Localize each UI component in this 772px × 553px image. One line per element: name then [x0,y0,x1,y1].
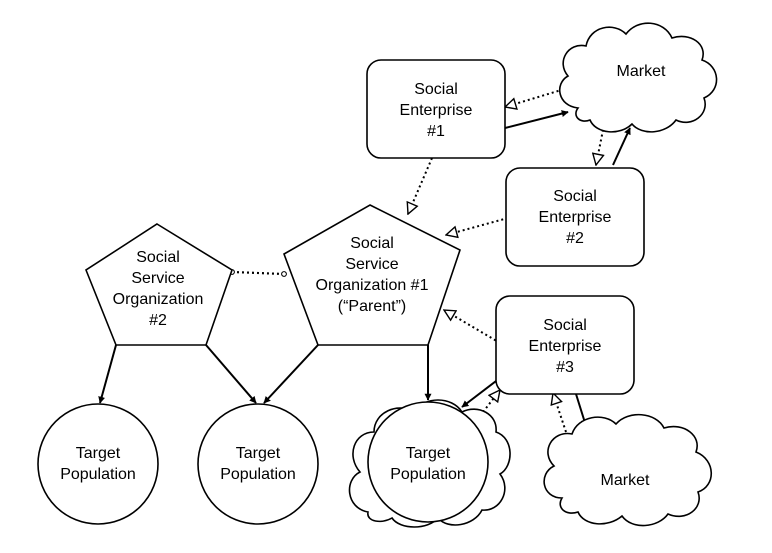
se2-to-sso1-link [446,217,509,235]
se3-to-sso1-link [444,309,501,344]
se1-label-line-2: Enterprise [400,102,473,119]
sso1-label-line-4: (“Parent”) [338,298,406,315]
se2-to-market-arrow [612,127,631,166]
tp1-label-line-2: Population [60,466,136,483]
tp3-label-line-1: Target [406,445,451,462]
sso-affiliation-link [229,269,287,277]
market-top-label: Market [617,63,666,80]
se1-label-line-3: #1 [427,123,445,140]
se3-to-tp3-arrow [461,377,501,408]
se2-label-line-1: Social [553,188,597,205]
se1-to-market-arrow [504,110,569,129]
market-to-se1-link [505,87,569,107]
market-cloud-top: Market [558,22,718,133]
se2-label-line-3: #2 [566,230,584,247]
sso2-label-line-3: Organization [113,291,204,308]
target-population-3: Target Population [348,399,511,528]
market-to-se2-link [596,114,607,165]
se1-label-line-1: Social [414,81,458,98]
sso2-label-line-1: Social [136,249,180,266]
se2-label-line-2: Enterprise [539,209,612,226]
tp2-label-line-1: Target [236,445,281,462]
sso2-label-line-2: Service [131,270,184,287]
se3-label-line-2: Enterprise [529,338,602,355]
market-cloud-bottom: Market [543,413,712,527]
social-enterprise-2: Social Enterprise #2 [505,167,645,267]
se1-to-sso1-link [408,157,433,214]
social-enterprise-1: Social Enterprise #1 [366,59,506,159]
sso1-label-line-3: Organization #1 [316,277,429,294]
tp3-label-line-2: Population [390,466,466,483]
social-enterprise-3: Social Enterprise #3 [495,295,635,395]
sso2-to-tp2-arrow [205,344,257,404]
target-population-1: Target Population [37,403,159,525]
tp1-label-line-1: Target [76,445,121,462]
social-service-organization-1: Social Service Organization #1 (“Parent”… [283,204,461,346]
sso1-label-line-2: Service [345,256,398,273]
sso1-to-tp2-arrow [263,344,319,404]
sso2-to-tp1-arrow [98,344,117,404]
social-service-organization-2: Social Service Organization #2 [85,223,233,346]
market-to-se3-link [553,393,567,433]
market-bottom-label: Market [601,472,650,489]
tp2-label-line-2: Population [220,466,296,483]
target-population-2: Target Population [197,403,319,525]
se3-label-line-1: Social [543,317,587,334]
sso1-label-line-1: Social [350,235,394,252]
se3-label-line-3: #3 [556,359,574,376]
sso2-label-line-4: #2 [149,312,167,329]
